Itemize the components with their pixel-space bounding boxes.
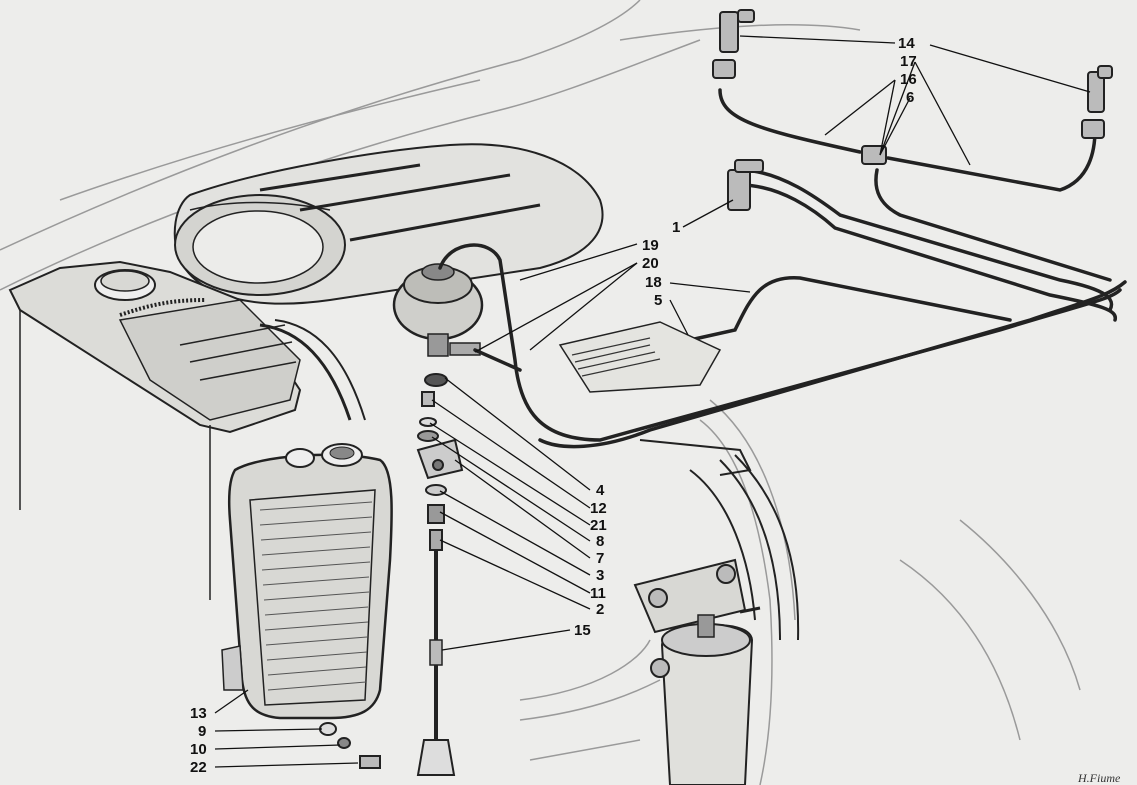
callout-13: 13 (190, 705, 207, 722)
callout-9: 9 (198, 723, 206, 740)
callout-3: 3 (596, 567, 604, 584)
callout-18: 18 (645, 274, 662, 291)
washer-reservoir (221, 443, 393, 720)
callout-8: 8 (596, 533, 604, 550)
callout-12: 12 (590, 500, 607, 517)
callout-15: 15 (574, 622, 591, 639)
callout-20: 20 (642, 255, 659, 272)
leader-lines (214, 35, 1091, 768)
callout-11: 11 (590, 585, 606, 602)
radiator-header-tank (8, 260, 366, 600)
callout-6: 6 (906, 89, 914, 106)
callout-5: 5 (654, 292, 662, 309)
wheel-arch (639, 439, 800, 641)
washer-pipes (438, 88, 1127, 449)
callout-labels: 14 17 16 6 1 19 20 18 5 4 12 21 8 7 3 11… (190, 35, 917, 776)
valance-panel (558, 321, 722, 393)
fasteners (319, 722, 381, 769)
callout-4: 4 (596, 482, 605, 499)
level-rod (416, 550, 456, 776)
callout-16: 16 (900, 71, 917, 88)
pump-unit (392, 263, 484, 357)
callout-2: 2 (596, 601, 604, 618)
fixings-stack (416, 373, 464, 551)
air-cleaner (173, 143, 604, 305)
callout-19: 19 (642, 237, 659, 254)
servo-unit (633, 558, 761, 785)
callout-17: 17 (900, 53, 917, 70)
callout-1: 1 (672, 219, 680, 236)
callout-14: 14 (898, 35, 915, 52)
callout-21: 21 (590, 517, 607, 534)
callout-10: 10 (190, 741, 207, 758)
callout-7: 7 (596, 550, 604, 567)
artist-signature: H.Fiume (1077, 771, 1121, 785)
vehicle-body-outline (0, 0, 1081, 785)
callout-22: 22 (190, 759, 207, 776)
